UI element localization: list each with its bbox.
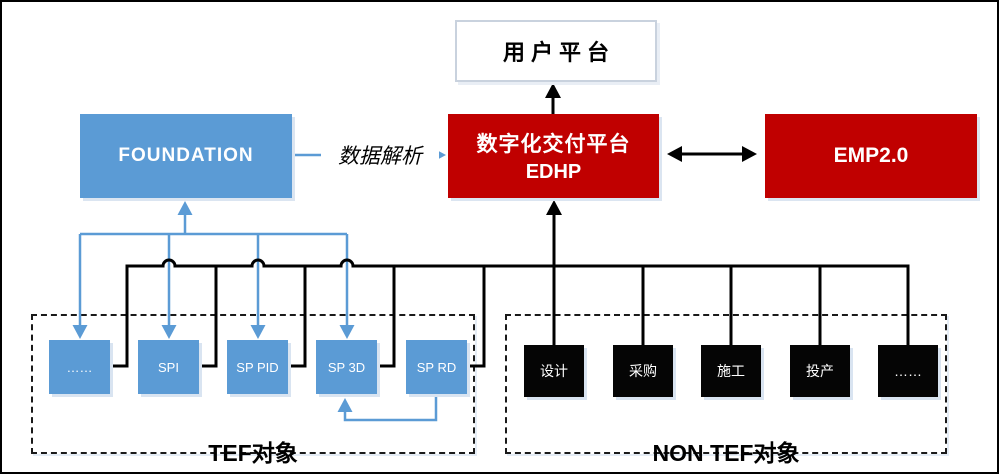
emp2-box: EMP2.0	[765, 114, 977, 198]
non-tef-item-construction: 施工	[701, 345, 761, 397]
tef-item-label: ……	[66, 359, 93, 375]
tef-item-spi: SPI	[138, 340, 199, 394]
tef-item-ellipsis: ……	[49, 340, 110, 394]
connector-sp-3d-to-bus	[377, 266, 396, 368]
tef-item-sp-3d: SP 3D	[316, 340, 377, 394]
edhp-subtitle: EDHP	[525, 161, 582, 183]
data-parse-label: 数据解析	[321, 140, 439, 170]
user-platform-box: 用户平台	[455, 20, 657, 82]
tef-group-title: TEF对象	[208, 440, 298, 466]
non-tef-item-procurement: 采购	[613, 345, 673, 397]
non-tef-item-label: 采购	[629, 363, 657, 379]
non-tef-group-box	[505, 314, 947, 454]
non-tef-item-label: ……	[894, 363, 922, 379]
tef-item-label: SPI	[158, 359, 179, 375]
connector-sp-rd-to-bus	[467, 266, 486, 368]
tef-item-sp-rd: SP RD	[406, 340, 467, 394]
edhp-title: 数字化交付平台	[476, 133, 631, 156]
tef-group-box	[31, 314, 475, 454]
non-tef-item-design: 设计	[524, 345, 584, 397]
arrow-sprd-to-sp3d-feedback	[337, 394, 438, 422]
user-platform-label: 用户平台	[502, 40, 615, 65]
foundation-box: FOUNDATION	[80, 114, 292, 198]
edhp-box: 数字化交付平台 EDHP	[448, 114, 659, 198]
non-tef-item-startup: 投产	[790, 345, 850, 397]
connector-sp-pid-to-bus	[288, 266, 307, 368]
non-tef-item-label: 设计	[540, 363, 568, 379]
tef-item-label: SP PID	[236, 359, 279, 375]
emp2-label: EMP2.0	[833, 144, 909, 167]
tef-item-sp-pid: SP PID	[227, 340, 288, 394]
foundation-label: FOUNDATION	[118, 145, 254, 166]
non-tef-item-ellipsis: ……	[878, 345, 938, 397]
non-tef-group-title: NON TEF对象	[652, 440, 800, 466]
tef-item-label: SP RD	[416, 359, 457, 375]
non-tef-item-label: 投产	[806, 363, 834, 379]
tef-item-label: SP 3D	[327, 359, 366, 375]
non-tef-item-label: 施工	[717, 363, 745, 379]
connector-spi-to-bus	[199, 266, 218, 368]
black-bus-line	[110, 258, 910, 368]
